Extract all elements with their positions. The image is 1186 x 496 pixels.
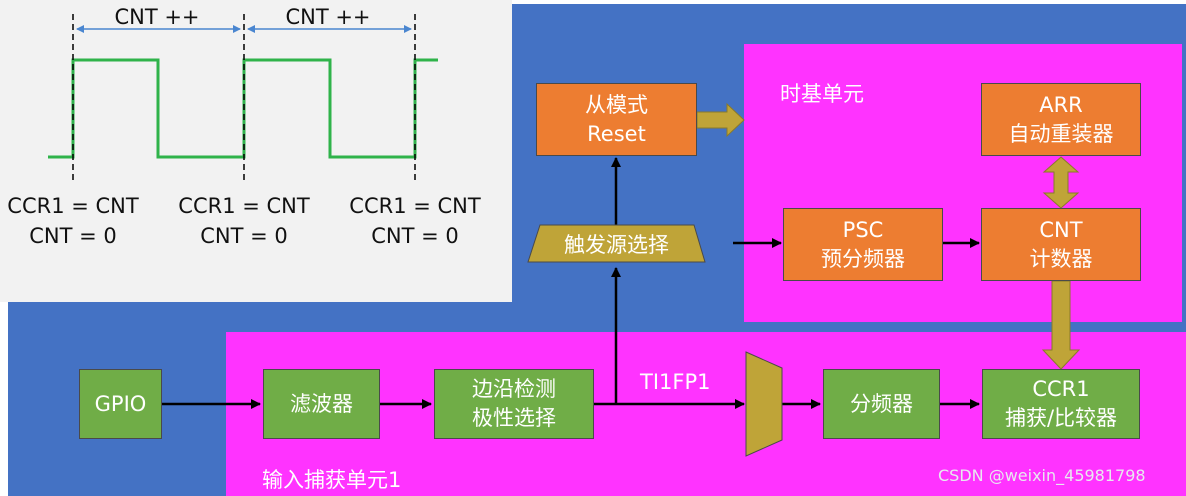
ccr-capture-label: CCR1 = CNT xyxy=(349,194,481,218)
gpio-label: GPIO xyxy=(94,391,147,416)
cnt-to-ccr1-block-arrow xyxy=(1041,280,1081,370)
filter-box: 滤波器 xyxy=(263,369,380,439)
ti1fp1-signal-label: TI1FP1 xyxy=(640,370,711,394)
gpio-box: GPIO xyxy=(79,369,162,439)
psc-name: PSC xyxy=(842,217,884,242)
prescaler-label: 分频器 xyxy=(850,391,913,416)
arr-cnt-double-arrow xyxy=(1042,156,1080,209)
edge-detect-box: 边沿检测 极性选择 xyxy=(434,369,594,439)
waveform-panel xyxy=(0,0,512,302)
edge-detect-label: 边沿检测 xyxy=(472,377,556,401)
polarity-select-label: 极性选择 xyxy=(472,406,556,430)
slave-mode-title: 从模式 xyxy=(585,92,648,117)
ccr-capture-label: CCR1 = CNT xyxy=(7,194,139,218)
arr-box: ARR 自动重装器 xyxy=(981,83,1141,156)
cnt-reset-label: CNT = 0 xyxy=(371,224,459,248)
filter-label: 滤波器 xyxy=(290,391,353,416)
arr-name: ARR xyxy=(1039,92,1083,117)
arr-desc: 自动重装器 xyxy=(1008,121,1114,146)
prescaler-box: 分频器 xyxy=(823,369,940,439)
ccr1-name: CCR1 xyxy=(1032,377,1090,401)
trigger-select-label: 触发源选择 xyxy=(564,232,669,257)
psc-box: PSC 预分频器 xyxy=(783,208,943,281)
cnt-reset-label: CNT = 0 xyxy=(200,224,288,248)
ccr1-box: CCR1 捕获/比较器 xyxy=(982,369,1140,439)
cnt-desc: 计数器 xyxy=(1029,246,1093,271)
cnt-increment-label: CNT ++ xyxy=(114,5,200,29)
square-wave-signal xyxy=(48,58,438,159)
cnt-reset-label: CNT = 0 xyxy=(29,224,117,248)
timebase-title: 时基单元 xyxy=(780,82,864,106)
input-mux-shape xyxy=(745,351,783,457)
slave-mode-reset: Reset xyxy=(587,121,646,146)
cnt-box: CNT 计数器 xyxy=(981,208,1141,281)
reset-block-arrow xyxy=(696,102,745,138)
slave-mode-box: 从模式 Reset xyxy=(536,83,697,156)
ccr-capture-label: CCR1 = CNT xyxy=(178,194,310,218)
input-capture-title: 输入捕获单元1 xyxy=(262,468,402,492)
ccr1-desc: 捕获/比较器 xyxy=(1004,406,1118,430)
cnt-increment-label: CNT ++ xyxy=(285,5,371,29)
cnt-name: CNT xyxy=(1039,217,1083,242)
trigger-select-shape xyxy=(527,224,706,263)
psc-desc: 预分频器 xyxy=(821,246,905,271)
watermark: CSDN @weixin_45981798 xyxy=(938,466,1146,485)
